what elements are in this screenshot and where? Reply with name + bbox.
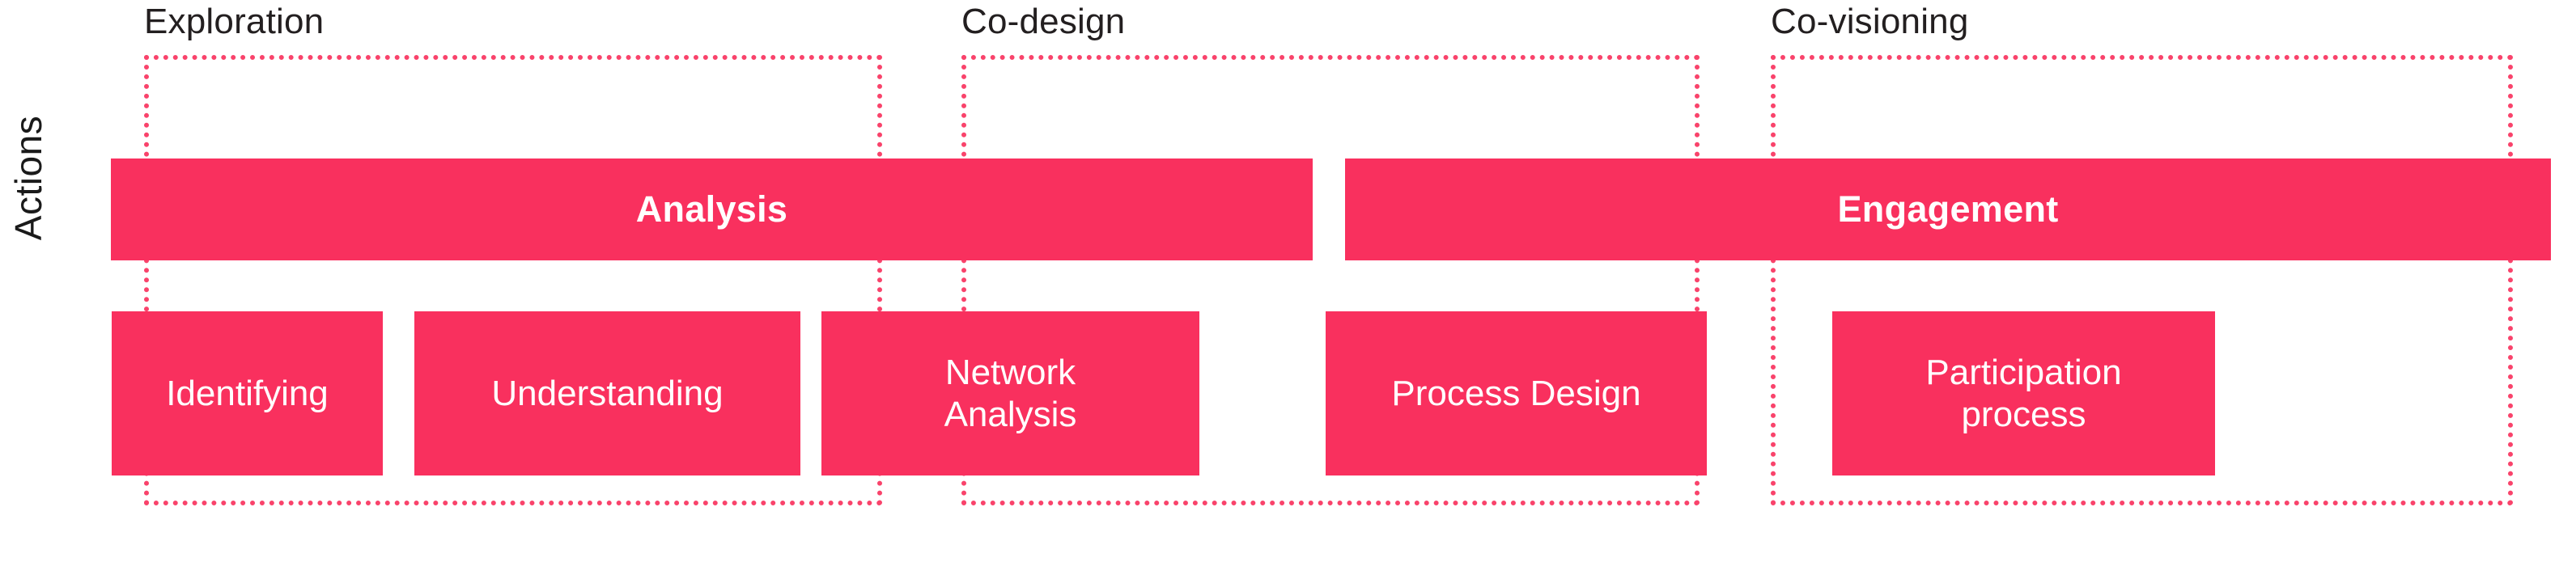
action-label-line1: Identifying — [166, 373, 329, 413]
action-label-line2: process — [1961, 394, 2086, 434]
action-label-line1: Understanding — [491, 373, 724, 413]
action-box-participation-process[interactable]: Participation process — [1832, 311, 2215, 475]
action-box-process-design[interactable]: Process Design — [1326, 311, 1707, 475]
action-box-identifying[interactable]: Identifying — [112, 311, 383, 475]
action-box-network-analysis[interactable]: Network Analysis — [821, 311, 1199, 475]
action-label-line1: Network — [944, 352, 1076, 392]
phase-label-co-visioning: Co-visioning — [1771, 2, 1969, 41]
phase-box-exploration — [144, 55, 882, 505]
phase-label-exploration: Exploration — [144, 2, 325, 41]
category-bar-analysis[interactable]: Analysis — [111, 158, 1313, 260]
action-box-understanding[interactable]: Understanding — [414, 311, 800, 475]
action-label-line1: Participation — [1925, 352, 2122, 392]
phase-box-co-visioning — [1771, 55, 2513, 505]
phase-label-co-design: Co-design — [961, 2, 1126, 41]
action-label-line1: Process Design — [1391, 373, 1641, 413]
action-label-line2: Analysis — [944, 394, 1077, 434]
row-axis-label-actions: Actions — [7, 115, 49, 241]
phase-box-co-design — [961, 55, 1700, 505]
category-bar-engagement[interactable]: Engagement — [1345, 158, 2551, 260]
